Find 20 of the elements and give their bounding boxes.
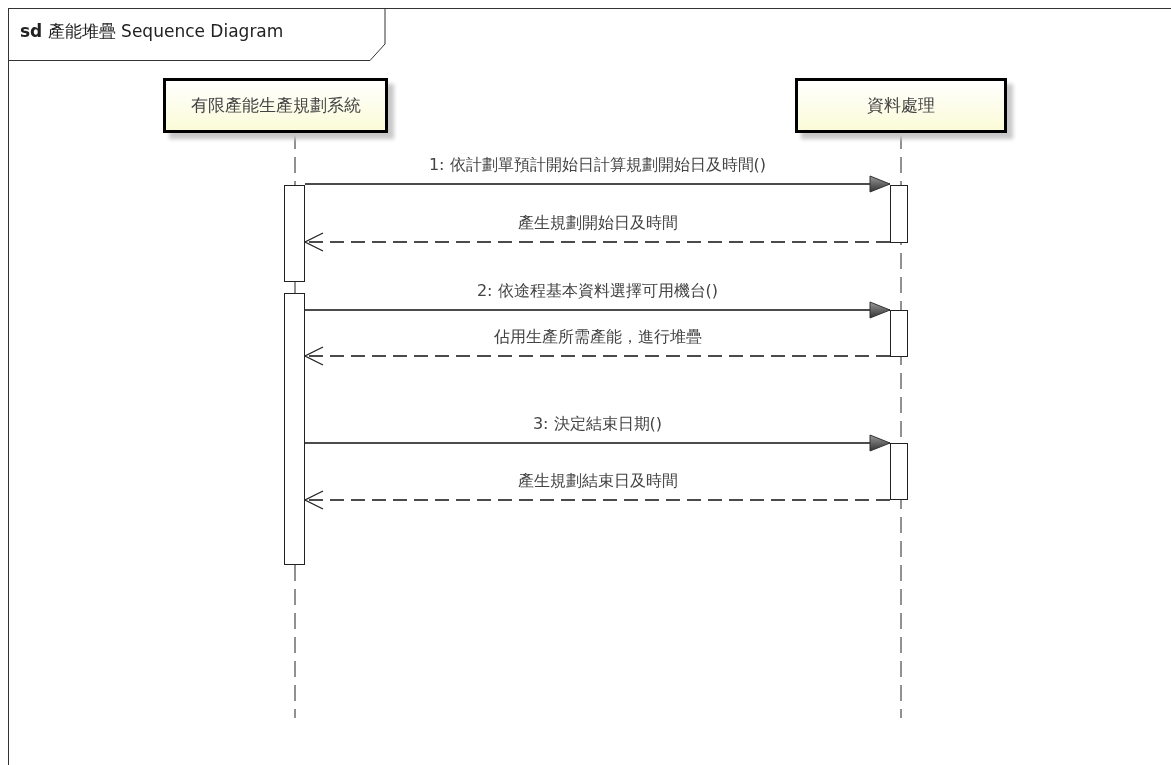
message-arrow <box>304 490 891 510</box>
message-arrow <box>304 175 891 193</box>
activation-bar <box>890 443 908 500</box>
message-arrow <box>304 232 891 252</box>
activation-bar <box>890 185 908 243</box>
message-label: 1: 依計劃單預計開始日計算規劃開始日及時間() <box>428 155 767 176</box>
message-label: 產生規劃結束日及時間 <box>517 471 678 492</box>
message-label: 產生規劃開始日及時間 <box>517 213 678 234</box>
message-arrow <box>304 301 891 319</box>
frame-title: sd 產能堆疊 Sequence Diagram <box>20 20 284 43</box>
message-label: 3: 決定結束日期() <box>532 414 663 435</box>
activation-bar <box>284 293 305 565</box>
message-label: 佔用生產所需產能，進行堆疊 <box>493 327 702 348</box>
lifeline-head-box: 資料處理 <box>795 78 1007 133</box>
message-label: 2: 依途程基本資料選擇可用機台() <box>476 281 719 302</box>
message-arrow <box>304 434 891 452</box>
activation-bar <box>890 310 908 357</box>
activation-bar <box>284 185 305 282</box>
message-arrow <box>304 346 891 366</box>
lifeline-head-box: 有限產能生產規劃系統 <box>163 78 388 133</box>
